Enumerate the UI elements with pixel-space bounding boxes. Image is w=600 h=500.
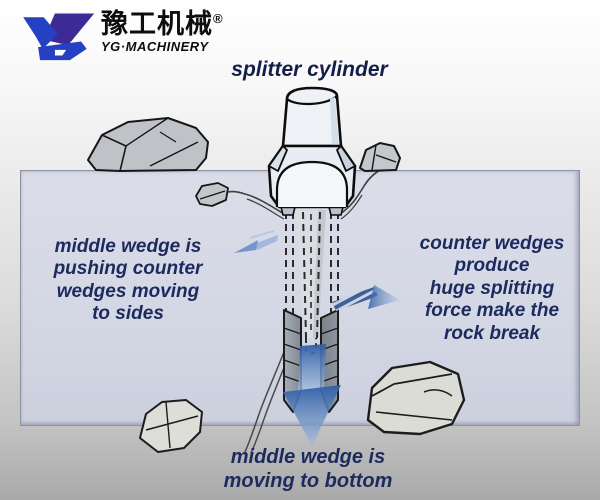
- yg-logo-icon: [23, 13, 95, 61]
- label-splitter-cylinder: splitter cylinder: [231, 58, 388, 81]
- registered-trademark: ®: [213, 11, 224, 26]
- logo-text-english: YG·MACHINERY: [101, 39, 209, 55]
- label-counter-wedges-force: counter wedges produce huge splitting fo…: [419, 233, 565, 344]
- label-middle-wedge-moving: middle wedge is moving to bottom: [223, 446, 393, 492]
- rock-top-left: [87, 117, 209, 172]
- label-middle-wedge-pushing: middle wedge is pushing counter wedges m…: [53, 236, 203, 325]
- logo-text: 豫工机械® YG·MACHINERY: [101, 6, 224, 55]
- rock-top-right: [359, 142, 401, 172]
- logo: 豫工机械® YG·MACHINERY: [10, 6, 224, 62]
- logo-text-chinese: 豫工机械®: [101, 9, 224, 39]
